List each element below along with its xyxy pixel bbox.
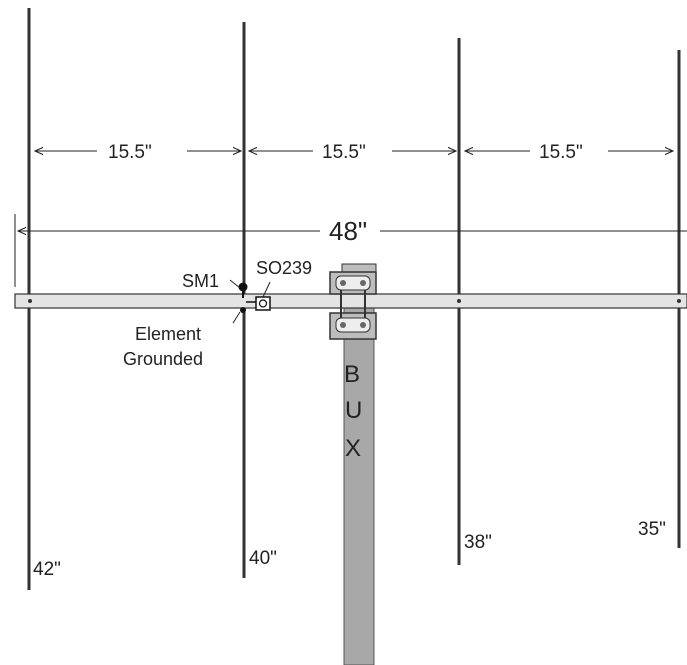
so239-label: SO239 bbox=[256, 258, 312, 278]
ground-leader bbox=[232, 311, 241, 324]
mast-letter-u: U bbox=[345, 397, 362, 424]
feed-point bbox=[238, 282, 271, 313]
boom-bolt-1 bbox=[28, 299, 32, 303]
boom-length-label: 48" bbox=[329, 216, 367, 246]
boom-bolt-4 bbox=[677, 299, 681, 303]
spacing-label-2: 15.5" bbox=[322, 142, 366, 163]
element-length-director-1: 38" bbox=[464, 532, 492, 553]
mast-letter-b: B bbox=[344, 361, 360, 388]
ground-note-line-2: Grounded bbox=[123, 349, 203, 369]
element-length-director-2: 35" bbox=[638, 519, 666, 540]
mast-letter-x: X bbox=[345, 435, 361, 462]
so239-connector bbox=[255, 296, 271, 311]
spacing-label-1: 15.5" bbox=[108, 142, 152, 163]
sm1-label: SM1 bbox=[182, 271, 219, 291]
so239-leader bbox=[262, 281, 271, 298]
boom-mast-clamp bbox=[329, 263, 377, 340]
mast bbox=[343, 299, 375, 665]
element-length-reflector: 42" bbox=[33, 559, 61, 580]
ground-note-line-1: Element bbox=[135, 324, 201, 344]
element-length-driven: 40" bbox=[249, 548, 277, 569]
boom bbox=[14, 293, 687, 309]
ground-point bbox=[240, 307, 246, 313]
spacing-label-3: 15.5" bbox=[539, 142, 583, 163]
boom-bolt-3 bbox=[457, 299, 461, 303]
sm1-part bbox=[238, 282, 248, 292]
sm1-leader bbox=[229, 279, 241, 289]
